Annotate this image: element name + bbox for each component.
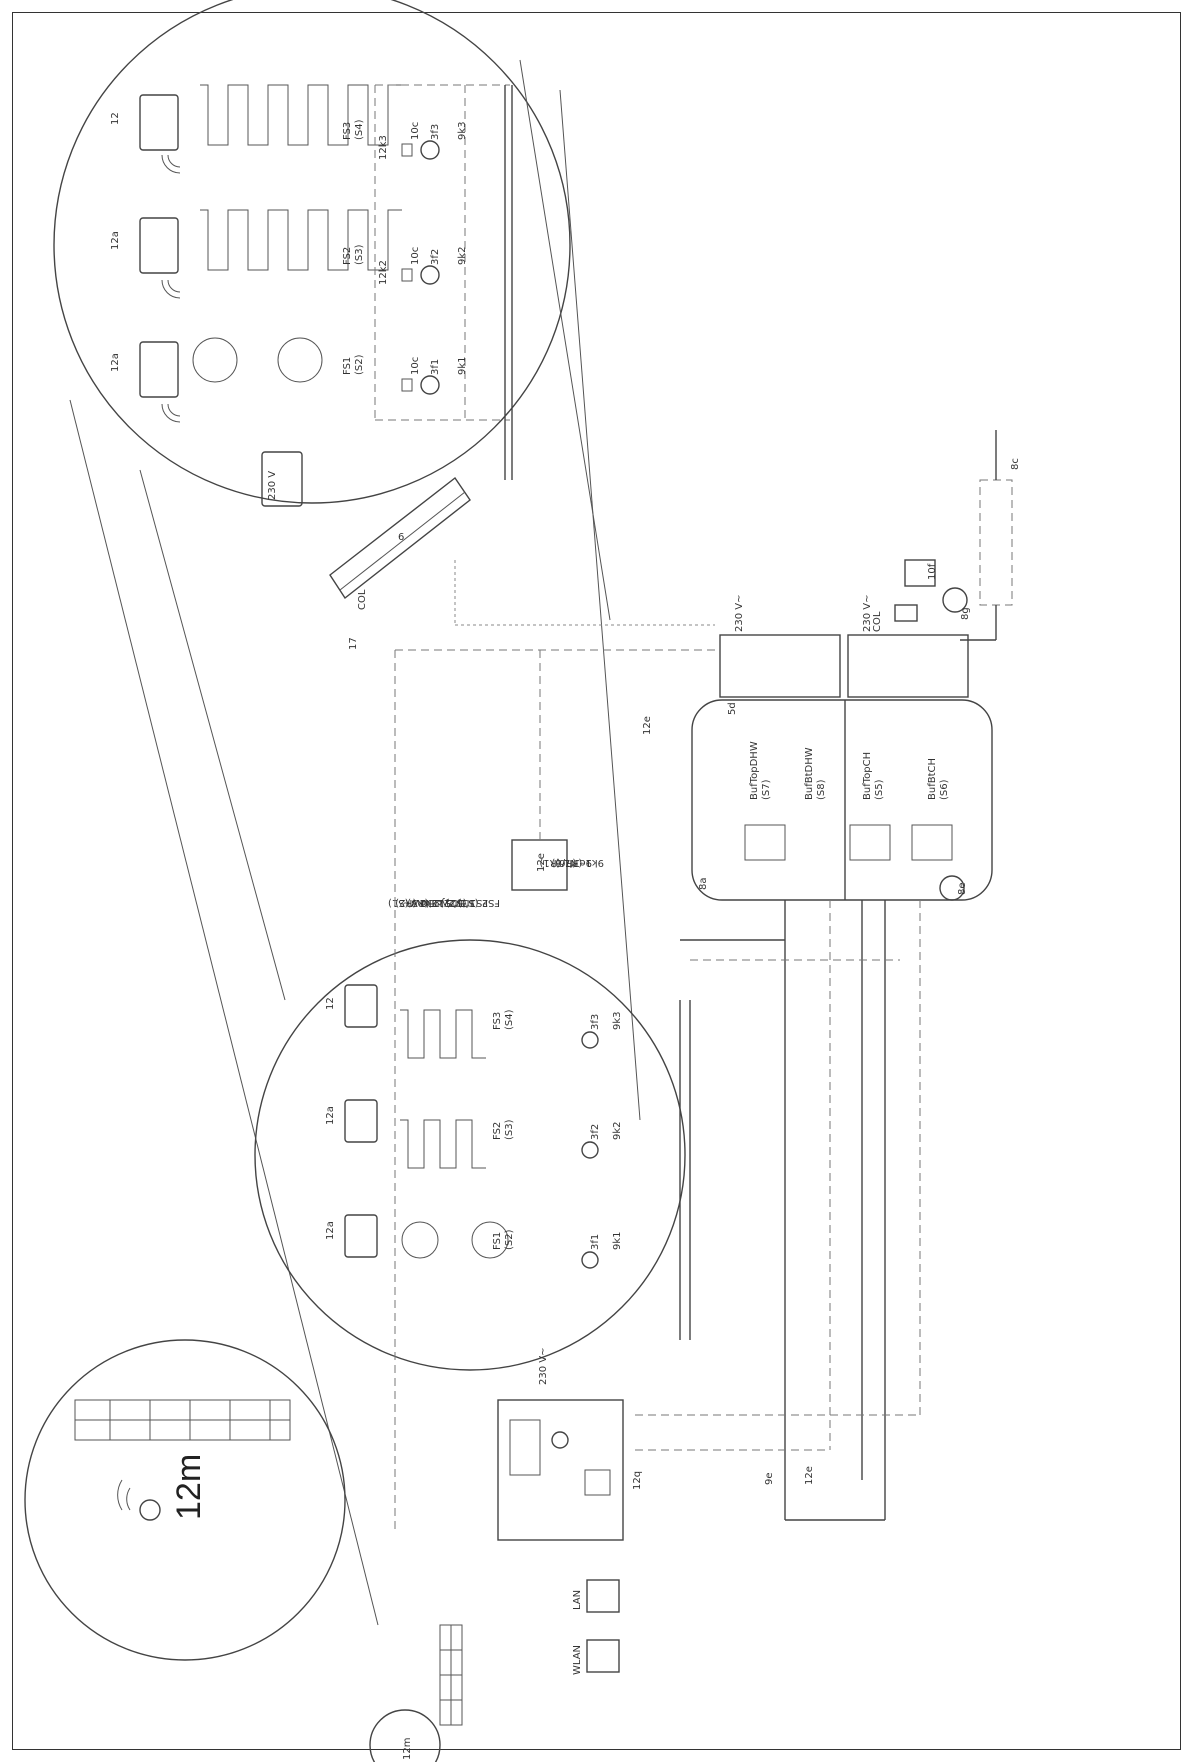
boiler <box>497 1399 624 1541</box>
ctrl-term-l5: FS2 (S3) <box>458 897 500 908</box>
tank-s7-no: (S7) <box>761 779 772 800</box>
top-heat-2: 10c <box>410 247 421 265</box>
top-sensor-2: FS2 <box>342 247 353 265</box>
controller-right-terminals: 3f1 (R1) 9e (R6) 9k1 (R7/8) <box>539 857 604 868</box>
collector-label: 6 <box>398 532 404 543</box>
tank-s7: BufTopDHW <box>749 741 760 800</box>
ctrl-term-r0: 3f1 (R1) <box>539 857 580 868</box>
network-boxes <box>586 1579 620 1673</box>
top-pumps <box>401 140 440 395</box>
controller-left-terminals: 230 V~ SysFlow (S1) 3f2/12k2 (R2) 3f3/12… <box>388 897 500 908</box>
tank-s5-no: (S5) <box>874 779 885 800</box>
mid-sensor-1: FS1 <box>492 1232 503 1250</box>
fill-8c: 8c <box>1010 458 1021 470</box>
zoom-circle-mid <box>254 939 691 1371</box>
tank-top-230b: 230 V~ <box>862 595 873 633</box>
lan-label: LAN <box>572 1590 583 1610</box>
top-unit-1-label: 12a <box>110 353 121 372</box>
ctrl-term-r1: 9e (R6) <box>555 857 592 868</box>
mid-pump-2: 3f2 <box>590 1124 601 1140</box>
mid-valve-2: 9k2 <box>612 1121 623 1140</box>
top-heat-1: 10c <box>410 357 421 375</box>
mid-sensor-2-no: (S3) <box>504 1119 515 1140</box>
tank-top-230: 230 V~ <box>734 595 745 633</box>
ctrl-term-l4: FS1 (S2) <box>446 897 488 908</box>
top-pump-3: 3f3 <box>430 124 441 140</box>
top-unit-2-label: 12a <box>110 231 121 250</box>
mid-unit-1: 12a <box>325 1221 336 1240</box>
top-pump-1: 3f1 <box>430 359 441 375</box>
top-valve-3: 9k3 <box>457 121 468 140</box>
zoom-left-label: 12m <box>170 1454 208 1520</box>
tank-8g: 8g <box>960 607 971 620</box>
tank-s5: BufTopCH <box>862 752 873 800</box>
tank-10f: 10f <box>927 563 938 580</box>
top-230v: 230 V <box>267 471 278 500</box>
wireless-icons <box>161 154 181 423</box>
collector-sensor: COL <box>357 589 368 610</box>
wlan-label: WLAN <box>572 1645 583 1675</box>
top-unit-3-label: 12 <box>110 112 121 125</box>
top-sensor-3-no: (S4) <box>354 119 365 140</box>
tank-top-col: COL <box>872 611 883 632</box>
ctrl-term-r2: 9k1 (R7/8) <box>551 857 604 868</box>
top-sensor-3: FS3 <box>342 122 353 140</box>
mid-pump-3: 3f3 <box>590 1014 601 1030</box>
top-room-units <box>139 94 303 507</box>
tank-s6: BufBtCH <box>927 758 938 800</box>
top-sensor-1: FS1 <box>342 357 353 375</box>
pipe-network <box>394 649 921 1530</box>
tank-8e: 8e <box>957 882 968 895</box>
mid-sensor-1-no: (S2) <box>504 1229 515 1250</box>
tank-label: 5d <box>727 702 738 715</box>
ctrl-term-l2: 3f2/12k2 (R2) <box>395 897 464 908</box>
storage-tank <box>691 559 993 901</box>
wall-strip <box>369 1624 463 1762</box>
ctrl-term-l0: 230 V~ <box>403 897 441 908</box>
top-pump-2: 3f2 <box>430 249 441 265</box>
fill-assembly <box>960 430 1013 641</box>
top-valve-2: 9k2 <box>457 246 468 265</box>
tank-s8-no: (S8) <box>816 779 827 800</box>
controller-label: 12e <box>536 853 547 872</box>
top-sensor-2-no: (S3) <box>354 244 365 265</box>
boiler-230: 230 V~ <box>538 1348 549 1386</box>
tank-s8: BufBtDHW <box>804 747 815 800</box>
mid-valve-1: 9k1 <box>612 1231 623 1250</box>
tank-8a: 8a <box>698 878 709 891</box>
mid-valve-3: 9k3 <box>612 1011 623 1030</box>
top-sensor-1-no: (S2) <box>354 354 365 375</box>
ctrl-term-l1: SysFlow (S1) <box>388 897 452 908</box>
mid-sensor-3: FS3 <box>492 1012 503 1030</box>
solar-collector <box>329 476 715 626</box>
top-valve-1: 9k1 <box>457 356 468 375</box>
mid-pump-1: 3f1 <box>590 1234 601 1250</box>
zoom-circle-top <box>53 0 641 1626</box>
top-floor-coils <box>192 84 513 480</box>
ctrl-term-l3: 3f3/12k3 (R3) <box>407 897 476 908</box>
zoom-circle-left <box>24 1339 346 1661</box>
boiler-label: 12q <box>632 1471 643 1490</box>
drawing-frame <box>12 12 1181 1750</box>
mid-sensor-3-no: (S4) <box>504 1009 515 1030</box>
boiler-ctrl: 12e <box>804 1466 815 1485</box>
boiler-valve: 9e <box>764 1472 775 1485</box>
wall-12m: 12m <box>402 1738 413 1760</box>
top-ctrl-2: 12k2 <box>378 260 389 285</box>
top-ctrl-3: 12k3 <box>378 135 389 160</box>
tank-12e: 12e <box>642 716 653 735</box>
mid-sensor-2: FS2 <box>492 1122 503 1140</box>
tank-s6-no: (S6) <box>939 779 950 800</box>
mid-unit-3: 12 <box>325 997 336 1010</box>
collector-17: 17 <box>348 637 359 650</box>
top-heat-3: 10c <box>410 122 421 140</box>
mid-unit-2: 12a <box>325 1106 336 1125</box>
